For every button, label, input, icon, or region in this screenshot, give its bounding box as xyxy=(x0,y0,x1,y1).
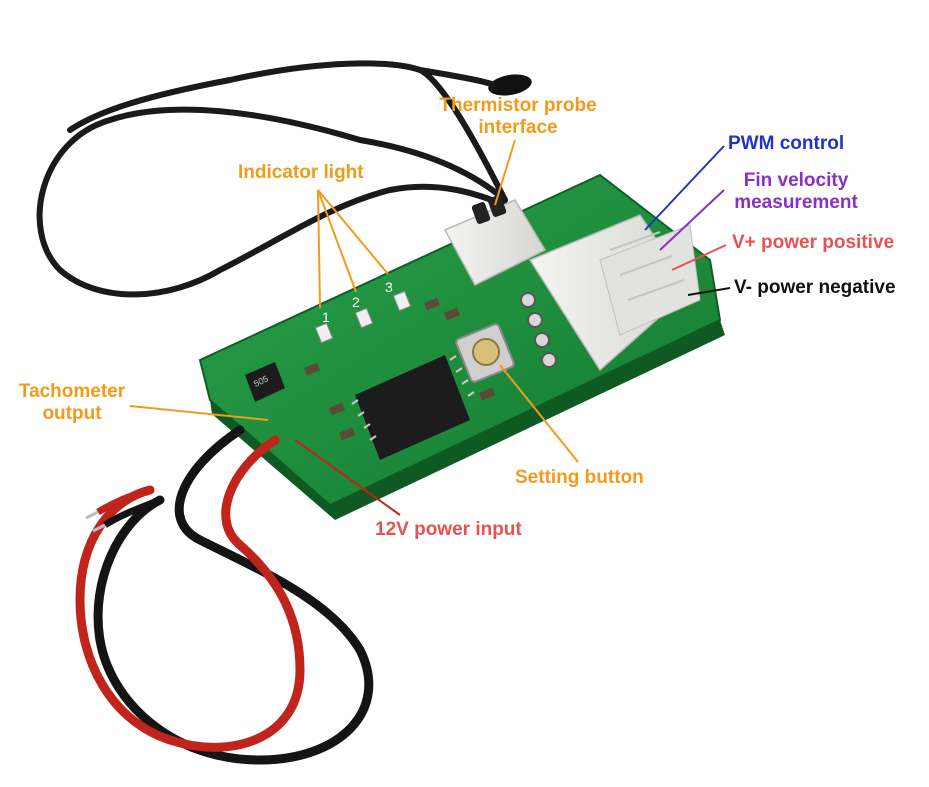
tachometer-callout xyxy=(129,405,269,421)
callout-lines xyxy=(129,139,731,516)
thermistor-probe-head xyxy=(488,74,532,96)
thermistor-label: Thermistor probe interface xyxy=(432,95,604,139)
indicator-callout-3 xyxy=(317,189,389,275)
tachometer-label-line2: output xyxy=(42,403,102,424)
thermistor-label-line1: Thermistor probe xyxy=(439,95,597,116)
stripped-wire-tips xyxy=(85,510,106,533)
indicator-number-2: 2 xyxy=(352,294,360,310)
vminus-callout xyxy=(687,287,731,296)
setting-button xyxy=(455,323,515,383)
vplus-callout xyxy=(671,244,727,271)
vplus-label: V+ power positive xyxy=(732,232,895,253)
setting-callout xyxy=(499,364,579,463)
black-power-wire xyxy=(93,425,374,765)
tachometer-label: Tachometer output xyxy=(8,381,136,425)
pwm-label: PWM control xyxy=(728,133,845,154)
thermistor-wire xyxy=(36,106,508,298)
fin-label-line1: Fin velocity xyxy=(743,170,849,191)
thermistor-callout xyxy=(494,139,516,206)
thermistor-label-line2: interface xyxy=(478,117,558,138)
fin-label: Fin velocity measurement xyxy=(726,170,866,214)
vminus-label: V- power negative xyxy=(734,277,896,298)
power-input-label: 12V power input xyxy=(375,519,522,540)
tachometer-label-line1: Tachometer xyxy=(18,381,126,402)
thermistor-wire-top xyxy=(67,60,508,203)
setting-label: Setting button xyxy=(515,467,644,488)
indicator-callout-2 xyxy=(317,189,357,293)
indicator-number-3: 3 xyxy=(385,279,393,295)
transistor: 505 xyxy=(245,362,285,402)
thermistor-connector xyxy=(443,195,547,286)
fan-connector xyxy=(520,214,701,372)
power-input-callout xyxy=(294,439,401,516)
indicator-label: Indicator light xyxy=(238,162,364,183)
ic-chip xyxy=(351,355,475,460)
fin-callout xyxy=(659,189,725,251)
fin-label-line2: measurement xyxy=(734,192,858,213)
smd-components xyxy=(304,297,495,441)
indicator-number-1: 1 xyxy=(322,309,330,325)
indicator-callout-1 xyxy=(317,189,321,309)
red-power-wire xyxy=(75,435,305,752)
pwm-callout xyxy=(644,145,725,231)
indicator-numbers: 1 2 3 xyxy=(322,279,393,325)
indicator-leds xyxy=(314,290,412,344)
